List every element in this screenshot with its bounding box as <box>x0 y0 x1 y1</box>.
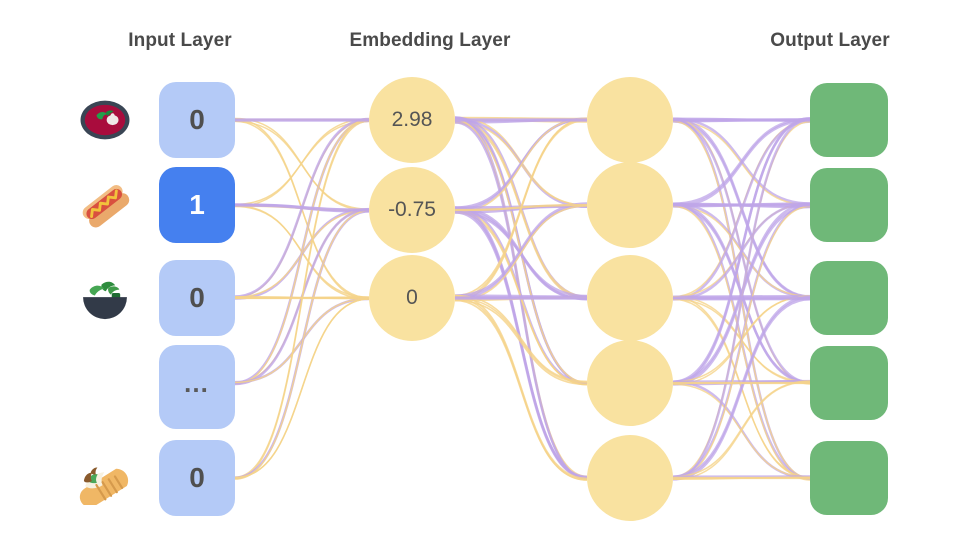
connection-edge <box>672 205 811 481</box>
output-layer-title: Output Layer <box>770 30 890 51</box>
connection-edge <box>672 119 811 208</box>
hot-dog-icon <box>78 178 132 232</box>
soup-bowl-icon <box>78 93 132 147</box>
connection-edge <box>454 299 588 481</box>
input-node-value: … <box>183 368 211 398</box>
connection-edge <box>454 211 588 480</box>
hidden-node-4[interactable] <box>587 340 673 426</box>
connection-edge <box>234 120 370 480</box>
input-node-5[interactable]: 0 <box>159 440 235 516</box>
input-node-4[interactable]: … <box>159 345 235 429</box>
connection-edge <box>672 297 811 481</box>
embedding-node-value: -0.75 <box>388 198 436 221</box>
connection-edge <box>234 119 370 385</box>
connection-edge <box>454 297 588 384</box>
input-node-value: 1 <box>189 189 205 220</box>
input-node-3[interactable]: 0 <box>159 260 235 336</box>
input-node-2[interactable]: 1 <box>159 167 235 243</box>
burrito-icon <box>78 451 132 505</box>
embedding-node-value: 2.98 <box>391 108 433 131</box>
input-node-value: 0 <box>189 282 205 313</box>
output-node-4[interactable] <box>810 346 888 420</box>
connection-edge <box>454 203 588 212</box>
input-layer-title: Input Layer <box>128 30 232 51</box>
connection-edge <box>672 117 811 386</box>
connection-edge <box>234 209 370 480</box>
hidden-node-1[interactable] <box>587 77 673 163</box>
output-node-5[interactable] <box>810 441 888 515</box>
hidden-node-5[interactable] <box>587 435 673 521</box>
connection-edge <box>234 203 370 212</box>
hidden-node-2[interactable] <box>587 162 673 248</box>
connection-edge <box>234 120 370 206</box>
input-node-value: 0 <box>189 104 205 135</box>
embedding-node-3[interactable]: 0 <box>369 255 455 341</box>
salad-bowl-icon <box>78 271 132 325</box>
connection-edge <box>234 298 370 479</box>
output-node-3[interactable] <box>810 261 888 335</box>
output-node-1[interactable] <box>810 83 888 157</box>
connection-edge <box>672 380 811 481</box>
connection-edge <box>234 120 370 210</box>
hidden-node-3[interactable] <box>587 255 673 341</box>
input-node-1[interactable]: 0 <box>159 82 235 158</box>
embedding-node-1[interactable]: 2.98 <box>369 77 455 163</box>
embedding-layer-title: Embedding Layer <box>349 30 511 51</box>
embedding-node-2[interactable]: -0.75 <box>369 167 455 253</box>
embedding-node-value: 0 <box>406 286 418 309</box>
output-node-2[interactable] <box>810 168 888 242</box>
input-node-value: 0 <box>189 462 205 493</box>
